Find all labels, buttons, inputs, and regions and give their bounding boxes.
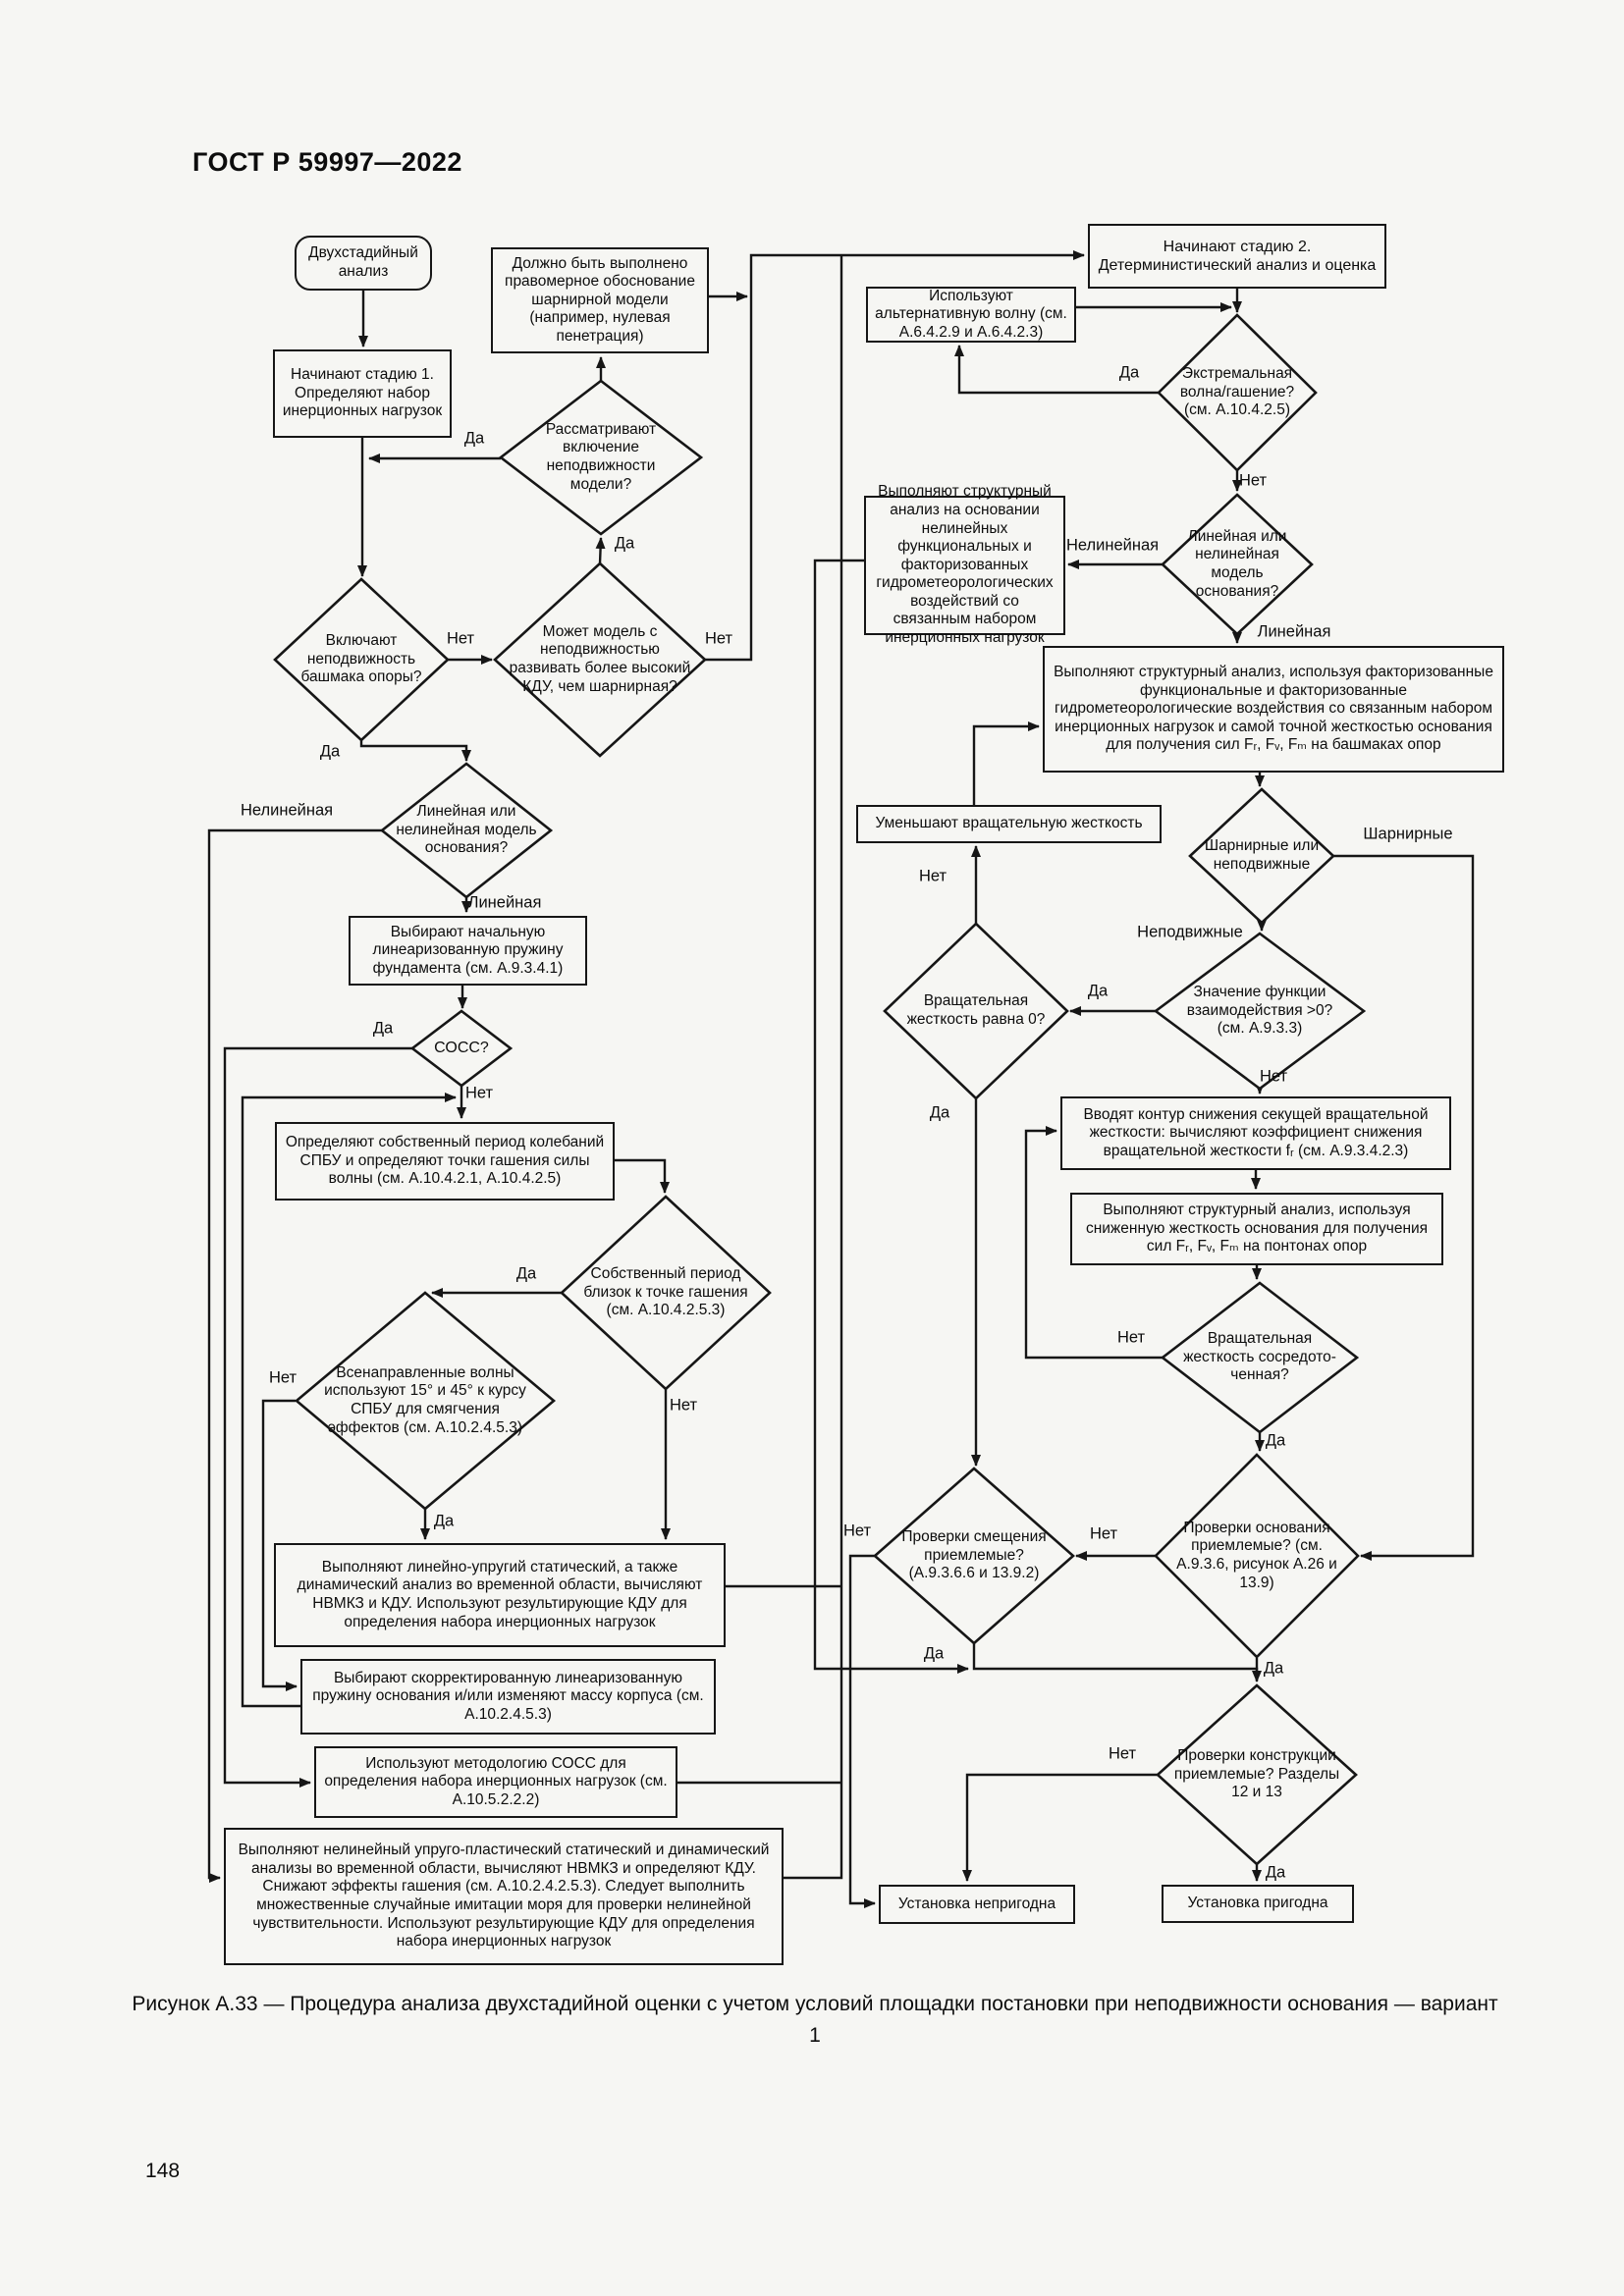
edge-label: Нет	[669, 1396, 698, 1415]
edge-label: Нет	[1108, 1744, 1137, 1763]
decision-foundation-checks-shape	[1154, 1453, 1360, 1659]
node-initial-linearized-spring: Выбирают начальную линеаризованную пружи…	[349, 916, 587, 986]
edge-label: Нет	[1238, 471, 1268, 490]
edge-label: Да	[433, 1512, 455, 1530]
decision-period-near-cancellation: Собственный период близок к точке гашени…	[583, 1265, 748, 1319]
decision-pinned-or-fixed: Шарнирные или неподвижные	[1204, 837, 1320, 873]
decision-foundation-checks: Проверки основания приемлемые? (см. А.9.…	[1176, 1519, 1337, 1591]
node-unit-suitable: Установка пригодна	[1162, 1885, 1354, 1923]
decision-displacement-checks-shape	[873, 1467, 1075, 1645]
edge-label: Да	[1263, 1659, 1284, 1678]
decision-period-near-cancellation-shape	[560, 1195, 772, 1391]
standard-number-header: ГОСТ Р 59997—2022	[192, 147, 462, 177]
decision-cocc-shape	[409, 1009, 514, 1088]
node-cocc-methodology: Используют методологию СОСС для определе…	[314, 1746, 677, 1818]
decision-rotational-stiffness-zero-shape	[883, 922, 1069, 1100]
edge-label: Да	[463, 429, 485, 448]
edge-label: Нет	[918, 867, 947, 885]
decision-displacement-checks: Проверки смещения приемлемые? (А.9.3.6.6…	[901, 1528, 1047, 1582]
decision-structure-checks-shape	[1156, 1683, 1358, 1866]
edge-label: Нет	[1089, 1524, 1118, 1543]
decision-foundation-model-left-shape	[379, 762, 554, 899]
edge-label: Нет	[1116, 1328, 1146, 1347]
node-corrected-spring: Выбирают скорректированную линеаризованн…	[300, 1659, 716, 1735]
decision-consider-fixity: Рассматривают включение неподвижности мо…	[545, 420, 657, 493]
page-number: 148	[145, 2160, 181, 2182]
decision-interaction-function-shape	[1153, 932, 1367, 1091]
node-stage1: Начинают стадию 1. Определяют набор инер…	[273, 349, 452, 438]
node-unit-unsuitable: Установка непригодна	[879, 1885, 1075, 1924]
edge-label: Линейная	[1257, 622, 1331, 641]
node-nonlinear-elasto-plastic-analysis: Выполняют нелинейный упруго-пластический…	[224, 1828, 784, 1965]
edge-label: Да	[929, 1103, 950, 1122]
decision-foundation-model-left: Линейная или нелинейная модель основания…	[396, 803, 537, 857]
decision-omnidirectional-waves: Всенаправленные волны используют 15° и 4…	[324, 1363, 526, 1436]
decision-model-higher-kdu-shape	[493, 561, 707, 758]
edge-label: Нет	[842, 1522, 872, 1540]
edge-label: Да	[614, 534, 635, 553]
edge-label: Да	[1087, 982, 1109, 1000]
edge-label: Нет	[704, 629, 733, 648]
edge-label: Да	[372, 1019, 394, 1038]
node-natural-period: Определяют собственный период колебаний …	[275, 1122, 615, 1201]
edge-label: Неподвижные	[1137, 923, 1243, 941]
decision-extreme-wave-shape	[1157, 313, 1318, 472]
decision-consider-fixity-shape	[498, 379, 704, 536]
decision-stiffness-concentrated: Вращательная жесткость сосредото- ченная…	[1183, 1330, 1336, 1384]
decision-rotational-stiffness-zero: Вращательная жесткость равна 0?	[906, 992, 1046, 1028]
edge-label: Нелинейная	[240, 801, 334, 820]
edge-label: Нет	[446, 629, 475, 648]
edge-label: Нет	[464, 1084, 494, 1102]
edge-label: Да	[1265, 1431, 1286, 1450]
node-reduce-rotational-stiffness: Уменьшают вращательную жесткость	[856, 805, 1162, 843]
node-start: Двухстадийный анализ	[295, 236, 432, 291]
edge-label: Да	[1265, 1863, 1286, 1882]
node-factored-structural-analysis: Выполняют структурный анализ, используя …	[1043, 646, 1504, 773]
edge-label: Шарнирные	[1363, 825, 1453, 843]
node-alternative-wave: Используют альтернативную волну (см. А.6…	[866, 287, 1076, 343]
edge-label: Нелинейная	[1065, 536, 1160, 555]
decision-foundation-model-right-shape	[1161, 493, 1314, 636]
decision-stiffness-concentrated-shape	[1160, 1281, 1360, 1434]
decision-extreme-wave: Экстремальная волна/гашение? (см. А.10.4…	[1179, 365, 1295, 419]
decision-model-higher-kdu: Может модель с неподвижностью развивать …	[509, 622, 691, 695]
edge-label: Да	[515, 1264, 537, 1283]
decision-include-footing-fixity: Включают неподвижность башмака опоры?	[300, 632, 422, 686]
node-justify-pinned-model: Должно быть выполнено правомерное обосно…	[491, 247, 709, 353]
edge-label: Нет	[268, 1368, 298, 1387]
edge-label: Линейная	[467, 893, 542, 912]
figure-caption: Рисунок А.33 — Процедура анализа двухста…	[132, 1993, 1498, 2047]
decision-include-footing-fixity-shape	[273, 577, 450, 742]
decision-interaction-function: Значение функции взаимодействия >0? (см.…	[1186, 984, 1333, 1038]
decision-foundation-model-right: Линейная или нелинейная модель основания…	[1187, 527, 1287, 600]
decision-omnidirectional-waves-shape	[294, 1291, 557, 1511]
edge-label: Да	[319, 742, 341, 761]
node-nonlinear-structural-analysis: Выполняют структурный анализ на основани…	[864, 483, 1065, 646]
node-reduced-stiffness-analysis: Выполняют структурный анализ, используя …	[1070, 1193, 1443, 1265]
decision-pinned-or-fixed-shape	[1188, 787, 1335, 925]
diamond-shapes	[273, 313, 1367, 1866]
node-stage2: Начинают стадию 2. Детерминистический ан…	[1088, 224, 1386, 289]
edge-label: Да	[923, 1644, 945, 1663]
edge-label: Да	[1118, 363, 1140, 382]
decision-structure-checks: Проверки конструкции приемлемые? Разделы…	[1173, 1747, 1340, 1801]
edge-label: Нет	[1259, 1067, 1288, 1086]
decision-cocc: СОСС?	[434, 1040, 489, 1057]
node-linear-elastic-analysis: Выполняют линейно-упругий статический, а…	[274, 1543, 726, 1647]
node-stiffness-reduction-contour: Вводят контур снижения секущей вращатель…	[1060, 1096, 1451, 1170]
connector-lines	[207, 250, 1475, 1908]
